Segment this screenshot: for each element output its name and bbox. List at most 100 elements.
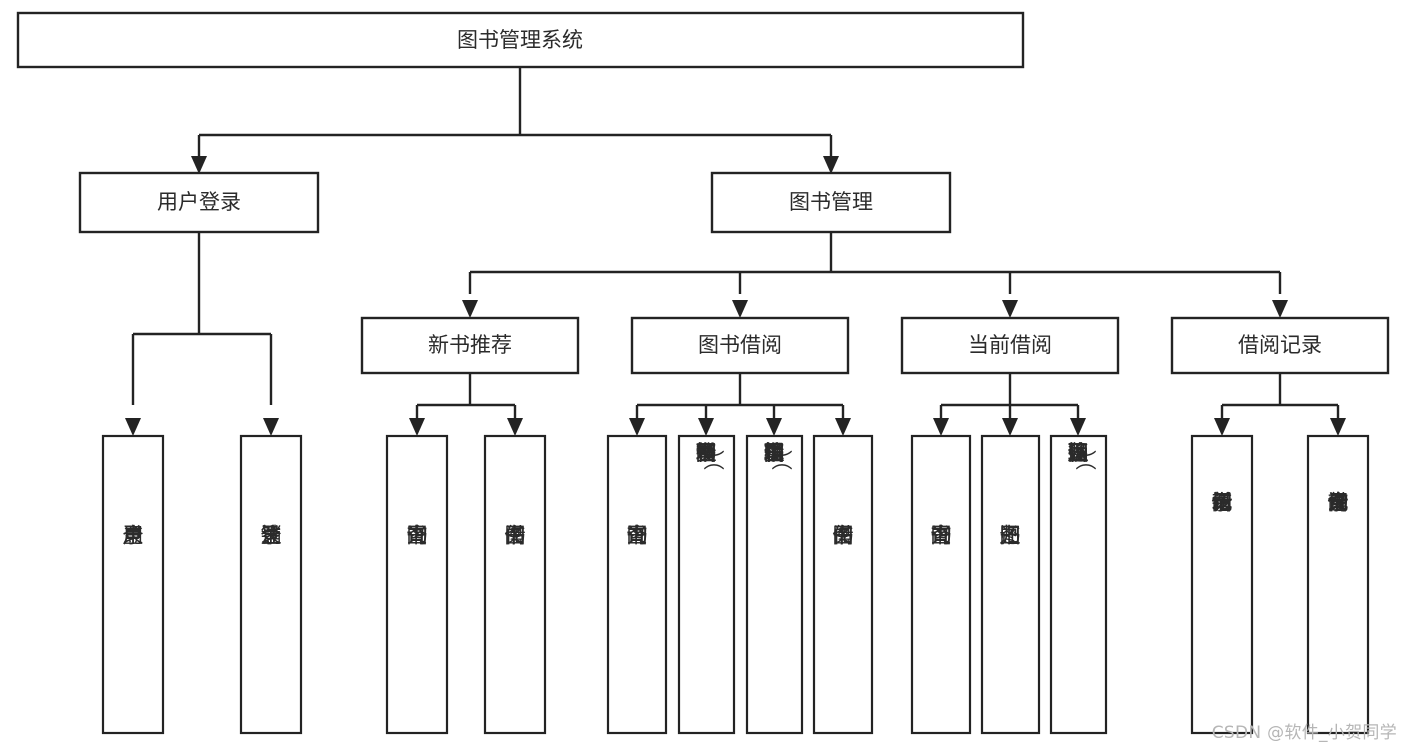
node-leaf-borrow-book-1-box[interactable] xyxy=(483,434,547,735)
svg-text:图: 图 xyxy=(696,441,717,465)
node-leaf-query-book-3-box[interactable] xyxy=(910,434,972,735)
node-book-borrow-label: 图书借阅 xyxy=(698,333,782,357)
svg-text:销: 销 xyxy=(261,524,282,548)
svg-text:询: 询 xyxy=(407,524,428,548)
node-leaf-confirm-return-box[interactable] xyxy=(1049,434,1108,735)
arrow-to-current-borrow xyxy=(1002,300,1018,318)
node-leaf-user-login[interactable]: 用户登录 xyxy=(101,434,165,735)
svg-text:书: 书 xyxy=(505,524,526,548)
svg-text:图: 图 xyxy=(833,524,854,548)
node-user-login-box[interactable] xyxy=(78,171,320,234)
arrow-to-leaf-confirm-return xyxy=(1070,418,1086,436)
node-book-borrow[interactable]: 图书借阅 xyxy=(630,316,850,375)
svg-text:书: 书 xyxy=(931,524,952,548)
svg-text:录: 录 xyxy=(1328,491,1349,515)
svg-text:阅: 阅 xyxy=(1212,491,1233,515)
node-current-borrow-box[interactable] xyxy=(900,316,1120,375)
svg-text:图: 图 xyxy=(764,441,785,465)
node-leaf-query-record-box[interactable] xyxy=(1306,434,1370,735)
svg-text:书: 书 xyxy=(1000,524,1021,548)
svg-text:登: 登 xyxy=(261,524,282,548)
node-book-manage[interactable]: 图书管理 xyxy=(710,171,952,234)
svg-text:查: 查 xyxy=(1328,491,1349,515)
arrow-to-book-manage xyxy=(823,156,839,174)
svg-text:借: 借 xyxy=(1212,491,1233,515)
svg-text:借: 借 xyxy=(833,524,854,548)
arrow-to-leaf-return-book xyxy=(1002,418,1018,436)
node-book-borrow-box[interactable] xyxy=(630,316,850,375)
svg-text:阅: 阅 xyxy=(1328,491,1349,515)
svg-text:记: 记 xyxy=(1328,491,1349,515)
node-borrow-record-box[interactable] xyxy=(1170,316,1390,375)
node-new-book-recommend-box[interactable] xyxy=(360,316,580,375)
svg-text:图: 图 xyxy=(627,524,648,548)
svg-text:员: 员 xyxy=(764,441,785,465)
svg-text:还: 还 xyxy=(1000,524,1021,548)
svg-text:书: 书 xyxy=(833,524,854,548)
svg-text:新: 新 xyxy=(1212,491,1233,515)
arrow-to-leaf-borrow-book-1 xyxy=(507,418,523,436)
svg-text:阅: 阅 xyxy=(505,524,526,548)
svg-text:查: 查 xyxy=(627,524,648,548)
svg-text:用: 用 xyxy=(123,524,144,548)
node-leaf-borrow-book-2-box[interactable] xyxy=(812,434,874,735)
svg-text:员: 员 xyxy=(696,441,717,465)
node-leaf-add-record-box[interactable] xyxy=(1190,434,1254,735)
svg-text:记: 记 xyxy=(1212,491,1233,515)
svg-text:查: 查 xyxy=(407,524,428,548)
svg-text:录: 录 xyxy=(261,524,282,548)
node-leaf-add-book-box[interactable] xyxy=(677,434,736,735)
svg-text:书: 书 xyxy=(764,441,785,465)
svg-text:（: （ xyxy=(769,450,793,471)
arrow-to-new-book-recommend xyxy=(462,300,478,318)
node-leaf-query-book-1-box[interactable] xyxy=(385,434,449,735)
svg-text:借: 借 xyxy=(1328,491,1349,515)
node-current-borrow[interactable]: 当前借阅 xyxy=(900,316,1120,375)
node-leaf-query-book-2-box[interactable] xyxy=(606,434,668,735)
svg-text:户: 户 xyxy=(123,524,144,548)
svg-text:确: 确 xyxy=(1068,441,1089,465)
node-user-login[interactable]: 用户登录 xyxy=(78,171,320,234)
node-new-book-recommend[interactable]: 新书推荐 xyxy=(360,316,580,375)
svg-text:询: 询 xyxy=(627,524,648,548)
arrow-to-leaf-edit-book xyxy=(766,418,782,436)
svg-text:归: 归 xyxy=(1068,441,1089,465)
node-root-box[interactable] xyxy=(16,11,1025,69)
svg-text:书: 书 xyxy=(627,524,648,548)
svg-text:图: 图 xyxy=(407,524,428,548)
node-book-manage-box[interactable] xyxy=(710,171,952,234)
node-leaf-edit-book-box[interactable] xyxy=(745,434,804,735)
node-leaf-logout-box[interactable] xyxy=(239,434,303,735)
svg-text:登: 登 xyxy=(123,524,144,548)
node-leaf-return-book-box[interactable] xyxy=(980,434,1041,735)
svg-text:书: 书 xyxy=(696,441,717,465)
svg-text:注: 注 xyxy=(261,524,282,548)
svg-text:）: ） xyxy=(701,450,725,471)
svg-text:借: 借 xyxy=(505,524,526,548)
node-borrow-record[interactable]: 借阅记录 xyxy=(1170,316,1390,375)
node-leaf-user-login-box[interactable] xyxy=(101,434,165,735)
node-leaf-user-login-label: 用户登录 xyxy=(123,524,144,548)
node-borrow-record-label: 借阅记录 xyxy=(1238,333,1322,357)
node-root[interactable]: 图书管理系统 xyxy=(16,11,1025,69)
node-book-manage-label: 图书管理 xyxy=(789,190,873,214)
svg-text:员: 员 xyxy=(1068,441,1089,465)
arrow-to-leaf-logout xyxy=(263,418,279,436)
